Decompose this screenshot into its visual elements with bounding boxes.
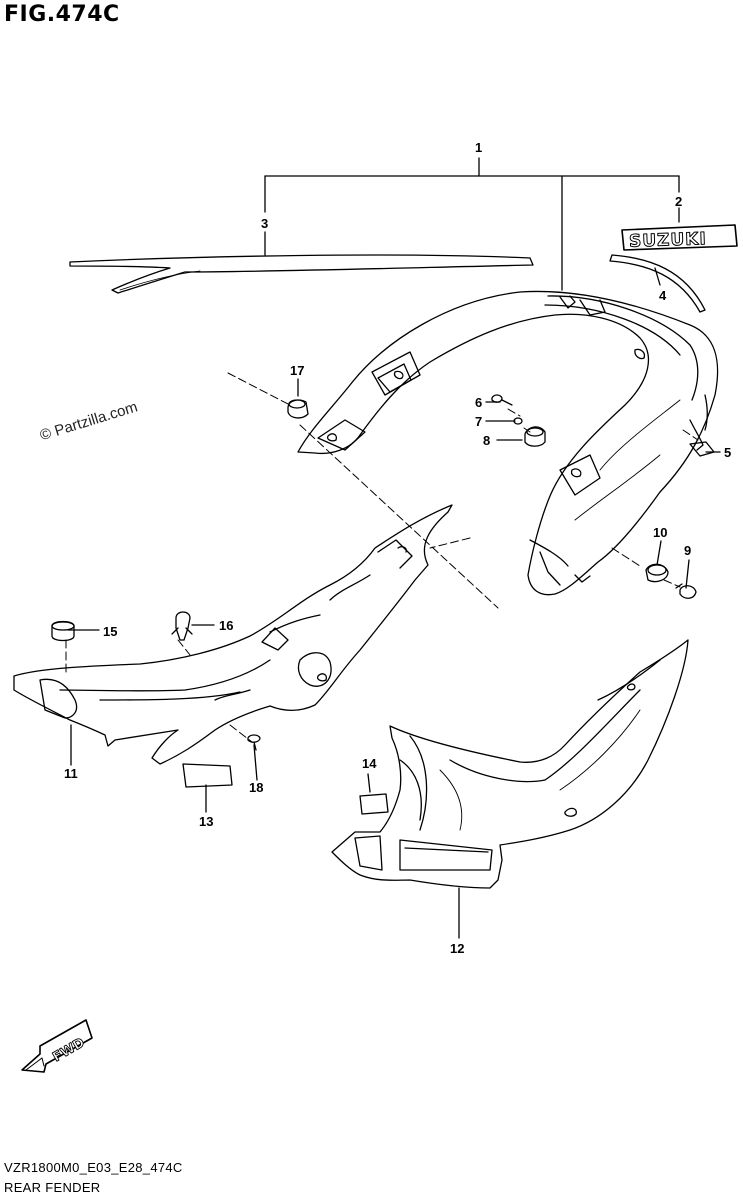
fwd-arrow-icon: FWD [21, 1019, 93, 1073]
part-17-grommet [287, 399, 309, 419]
callout-11: 11 [64, 766, 78, 781]
callout-numbers: 1 2 3 4 5 6 7 8 9 10 11 12 13 14 15 16 1… [64, 140, 731, 956]
part-14-pad [359, 793, 389, 815]
part-6-screw [491, 394, 513, 406]
footer-diagram-name: REAR FENDER [4, 1180, 101, 1195]
fwd-arrow-text: FWD [50, 1035, 87, 1065]
part-4-trim [609, 254, 706, 313]
callout-18: 18 [249, 780, 263, 795]
figure-title: FIG.474C [4, 2, 120, 27]
callout-4: 4 [659, 288, 667, 303]
callout-9: 9 [684, 543, 691, 558]
part-7-washer [513, 417, 523, 425]
callout-6: 6 [475, 395, 482, 410]
part-12-side-cover [331, 639, 689, 889]
callout-2: 2 [675, 194, 682, 209]
part-1-rear-cowl [297, 290, 719, 596]
part-15-grommet [51, 620, 75, 642]
part-10-grommet [645, 563, 669, 583]
part-5-clip [689, 441, 715, 457]
part-9-bolt [675, 583, 697, 599]
part-13-pad [182, 763, 233, 788]
part-3-stripe [69, 254, 534, 294]
emblem-text: SUZUKI [629, 229, 707, 252]
callout-12: 12 [450, 941, 464, 956]
part-11-rear-fender [13, 504, 453, 765]
part-8-nut [524, 426, 546, 447]
callout-1: 1 [475, 140, 482, 155]
footer-diagram-code: VZR1800M0_E03_E28_474C [4, 1160, 183, 1175]
leader-lines [67, 157, 721, 939]
callout-8: 8 [483, 433, 490, 448]
callout-5: 5 [724, 445, 731, 460]
callout-7: 7 [475, 414, 482, 429]
part-2-emblem: SUZUKI [621, 224, 738, 252]
part-18-screw [247, 734, 261, 751]
callout-15: 15 [103, 624, 117, 639]
callout-17: 17 [290, 363, 304, 378]
callout-10: 10 [653, 525, 667, 540]
dashed-connectors [65, 372, 699, 743]
callout-3: 3 [261, 216, 268, 231]
callout-16: 16 [219, 618, 233, 633]
part-16-clip [171, 611, 193, 641]
callout-14: 14 [362, 756, 377, 771]
callout-13: 13 [199, 814, 213, 829]
